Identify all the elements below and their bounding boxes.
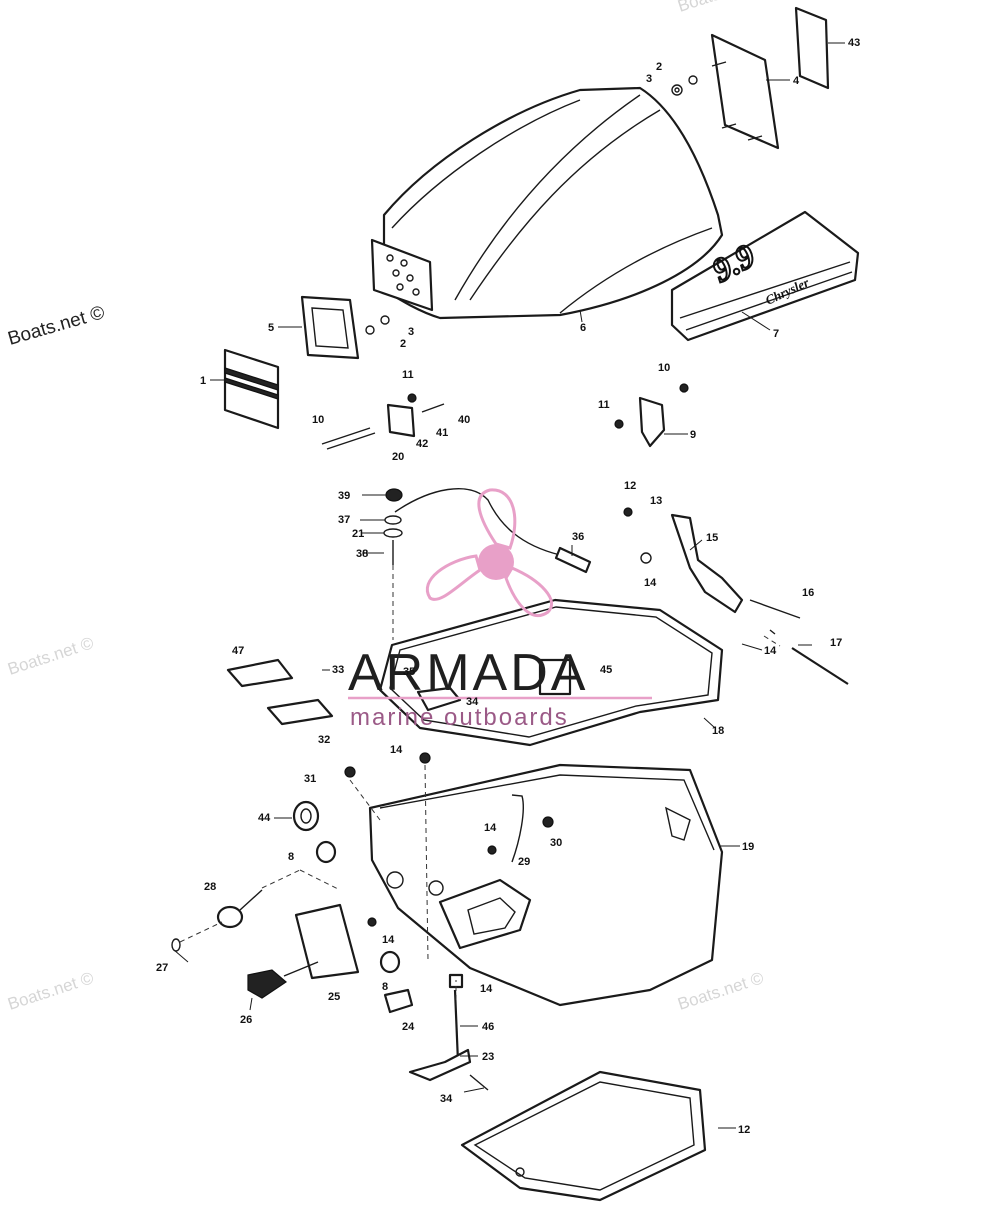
plug-8b — [379, 950, 401, 974]
callout-label: 3 — [408, 326, 414, 338]
callout-label: 43 — [848, 37, 860, 49]
callout-label: 1 — [200, 375, 206, 387]
callout-label: 36 — [572, 531, 584, 543]
front-panel — [300, 295, 360, 360]
callout-label: 4 — [793, 75, 800, 87]
callout-label: 24 — [402, 1021, 415, 1033]
callout-label: 44 — [258, 812, 271, 824]
callout-label: 33 — [332, 664, 344, 676]
callout-label: 25 — [328, 991, 340, 1003]
lower-cowl-pan — [368, 763, 724, 1007]
callout-label: 27 — [156, 962, 168, 974]
callout-label: 46 — [482, 1021, 494, 1033]
callout-label: 13 — [650, 495, 662, 507]
decal-45 — [538, 658, 572, 696]
callout-label: 14 — [484, 822, 497, 834]
callout-label: 20 — [392, 451, 404, 463]
decal-43 — [794, 6, 830, 90]
pull-handle-26 — [247, 969, 287, 999]
callout-label: 39 — [338, 490, 350, 502]
bottom-gasket — [460, 1070, 707, 1202]
callout-label: 14 — [390, 744, 403, 756]
watermark-faint: Boats.net © — [675, 0, 766, 16]
callout-label: 38 — [356, 548, 368, 560]
callout-label: 34 — [440, 1093, 453, 1105]
decal-32 — [266, 698, 334, 726]
callout-label: 26 — [240, 1014, 252, 1026]
knob-28 — [216, 889, 263, 929]
assembly-lines — [179, 565, 781, 1000]
logo-tagline: marine outboards — [350, 704, 569, 731]
callout-labels: 43 4 2 3 5 3 2 6 7 1 11 10 40 41 42 20 1… — [156, 37, 860, 1136]
latch-lever — [623, 507, 849, 685]
armada-logo: ARMADA marine outboards — [348, 488, 652, 731]
callout-label: 8 — [382, 981, 388, 993]
callout-label: 21 — [352, 528, 364, 540]
latch-plate-left — [386, 403, 416, 438]
clip-27 — [171, 938, 181, 952]
callout-label: 15 — [706, 532, 718, 544]
callout-label: 41 — [436, 427, 448, 439]
callout-label: 31 — [304, 773, 316, 785]
callout-label: 34 — [466, 696, 479, 708]
callout-label: 35 — [403, 666, 415, 678]
latch-plate-right — [638, 396, 666, 448]
callout-label: 18 — [712, 725, 724, 737]
callout-label: 28 — [204, 881, 216, 893]
decal-47 — [226, 658, 294, 688]
callout-label: 6 — [580, 322, 586, 334]
decal-stripe — [223, 348, 280, 430]
callout-label: 14 — [644, 577, 657, 589]
callout-label: 17 — [830, 637, 842, 649]
leader-lines — [173, 42, 845, 1129]
callout-label: 30 — [550, 837, 562, 849]
callout-label: 32 — [318, 734, 330, 746]
callout-label: 37 — [338, 514, 350, 526]
cowl-vent-holes — [386, 254, 420, 296]
propeller-icon — [425, 488, 554, 617]
logo-brand-name: ARMADA — [348, 644, 588, 702]
callout-label: 14 — [480, 983, 493, 995]
fitting-24 — [383, 988, 414, 1014]
callout-label: 19 — [742, 841, 754, 853]
callout-label: 10 — [312, 414, 324, 426]
callout-label: 11 — [598, 399, 610, 411]
callout-label: 12 — [738, 1124, 750, 1136]
callout-label: 11 — [402, 369, 414, 381]
callout-label: 47 — [232, 645, 244, 657]
callout-label: 42 — [416, 438, 428, 450]
callout-label: 10 — [658, 362, 670, 374]
callout-label: 3 — [646, 73, 652, 85]
callout-label: 7 — [773, 328, 779, 340]
model-decal: 9.9 Chrysler — [670, 210, 860, 342]
callout-label: 5 — [268, 322, 274, 334]
callout-label: 14 — [764, 645, 777, 657]
washers-2-3 — [671, 75, 698, 96]
callout-label: 16 — [802, 587, 814, 599]
callout-label: 9 — [690, 429, 696, 441]
plug-8a — [315, 840, 337, 864]
watermark-faint: Boats.net © — [675, 968, 766, 1014]
lever-23 — [408, 973, 489, 1091]
top-cowl — [370, 86, 724, 320]
callout-label: 29 — [518, 856, 530, 868]
callout-label: 45 — [600, 664, 612, 676]
callout-label: 2 — [656, 61, 662, 73]
watermark-faint: Boats.net © — [5, 633, 96, 679]
watermark-main: Boats.net © — [6, 302, 107, 350]
grommet-44 — [292, 800, 320, 832]
callout-label: 8 — [288, 851, 294, 863]
watermark-faint: Boats.net © — [5, 968, 96, 1014]
callout-label: 2 — [400, 338, 406, 350]
callout-label: 14 — [382, 934, 395, 946]
decal-25 — [294, 903, 360, 980]
callout-label: 12 — [624, 480, 636, 492]
callout-label: 40 — [458, 414, 470, 426]
rear-plate — [710, 33, 780, 150]
callout-label: 23 — [482, 1051, 494, 1063]
